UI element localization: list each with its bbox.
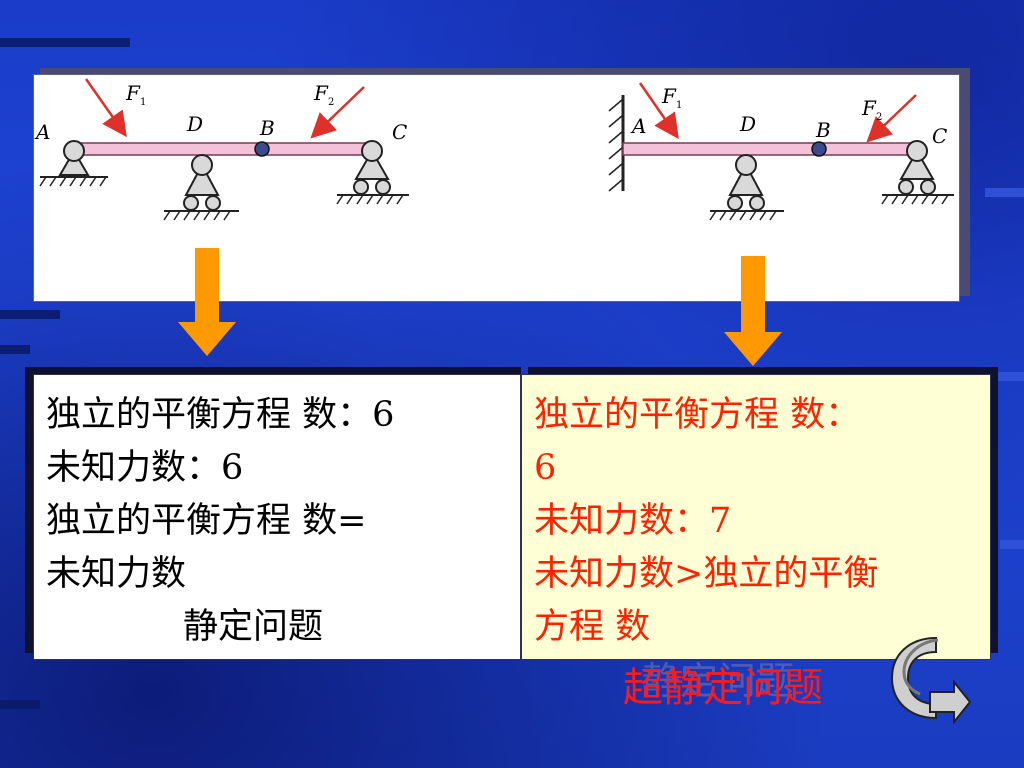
beam-AB-C [73, 142, 375, 156]
hinge-b-right [811, 141, 827, 157]
force-f1-arrow-right [638, 82, 679, 140]
left-line-result: 静定问题 [183, 607, 324, 647]
label-a: A [34, 120, 50, 144]
right-line-equations: 独立的平衡方程 数： [534, 395, 861, 435]
left-line-compare-cont: 未知力数 [46, 554, 187, 594]
label-f1: F [125, 81, 141, 105]
conclusion-ghost-text: 静定问题 [642, 659, 795, 703]
statically-determinate-box: 独立的平衡方程 数：6 未知力数：6 独立的平衡方程 数= 未知力数静定问题 [33, 374, 521, 660]
label-f2: F [313, 81, 329, 105]
down-arrow-icon [724, 256, 782, 366]
beam-diagrams: A D B C F 1 F 2 [34, 78, 954, 221]
roller-support-d-right [709, 154, 784, 221]
right-line-compare-cont: 方程 数 [534, 607, 651, 647]
right-box-text: 独立的平衡方程 数： 6 未知力数：7 未知力数>独立的平衡方程 数 [522, 375, 990, 654]
roller-support-d [163, 154, 239, 221]
label-b-right: B [815, 118, 831, 142]
force-f2-arrow-right [866, 94, 917, 143]
label-c: C [392, 120, 407, 144]
force-f2-arrow [310, 86, 365, 139]
label-a-right: A [630, 114, 646, 138]
bg-stripe [985, 188, 1024, 197]
label-b: B [259, 116, 275, 140]
bg-stripe [0, 310, 60, 319]
label-f1-sub: 1 [140, 97, 146, 108]
bg-stripe [995, 372, 1024, 381]
right-line-compare: 未知力数>独立的平衡 [534, 554, 879, 594]
bg-stripe [0, 38, 130, 47]
left-line-unknowns: 未知力数：6 [46, 448, 244, 488]
bg-stripe [0, 700, 40, 709]
label-f1-sub-right: 1 [676, 100, 682, 111]
roller-support-c-right [881, 140, 954, 205]
pin-support-a [39, 140, 108, 187]
label-f2-right: F [861, 96, 877, 120]
label-f2-sub: 2 [328, 97, 334, 108]
down-arrow-icon [178, 248, 236, 356]
left-line-equations: 独立的平衡方程 数：6 [46, 395, 395, 435]
left-box-text: 独立的平衡方程 数：6 未知力数：6 独立的平衡方程 数= 未知力数静定问题 [34, 375, 520, 654]
force-f1-arrow [84, 78, 127, 138]
beam-a-c [622, 142, 924, 156]
label-d: D [186, 112, 203, 136]
return-icon[interactable] [880, 632, 972, 724]
bg-stripe [0, 345, 30, 354]
hinge-b [254, 141, 270, 157]
fixed-wall-a [608, 95, 625, 192]
right-beam-diagram: A D B C F 1 F 2 [608, 82, 954, 221]
conclusion-text: 超静定问题 [623, 665, 823, 711]
right-line-equations-value: 6 [534, 448, 557, 488]
left-line-compare: 独立的平衡方程 数= [46, 501, 367, 541]
beam-diagram-panel: A D B C F 1 F 2 [33, 74, 960, 302]
label-d-right: D [739, 112, 756, 136]
left-beam-diagram: A D B C F 1 F 2 [34, 78, 409, 221]
roller-support-c [336, 140, 409, 205]
bg-stripe [1000, 540, 1024, 549]
label-f1-right: F [661, 84, 677, 108]
statically-indeterminate-box: 独立的平衡方程 数： 6 未知力数：7 未知力数>独立的平衡方程 数 [521, 374, 991, 660]
right-line-unknowns: 未知力数：7 [534, 501, 732, 541]
label-c-right: C [932, 124, 947, 148]
label-f2-sub-right: 2 [876, 112, 882, 123]
